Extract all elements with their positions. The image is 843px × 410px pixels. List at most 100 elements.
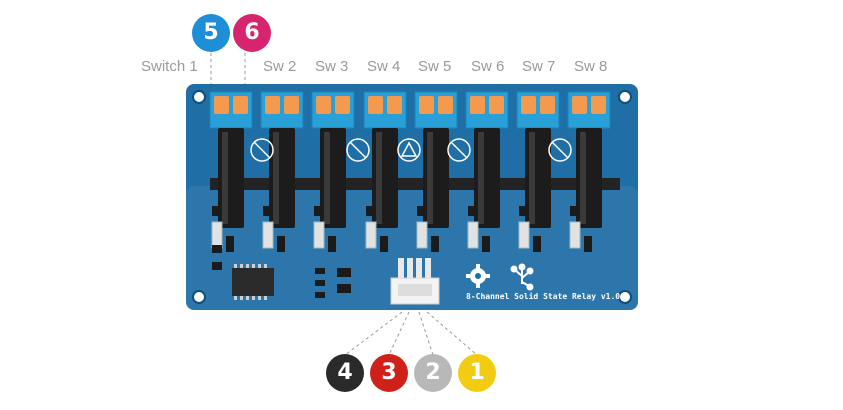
transistor-4	[380, 236, 388, 252]
terminal-lever-3a	[316, 96, 331, 114]
transistor-7	[533, 236, 541, 252]
badge-6-text: 6	[244, 20, 260, 45]
leader-line-4	[344, 311, 403, 356]
resistor-array-7	[518, 221, 530, 249]
hazard-triangle	[400, 141, 418, 157]
gear-icon	[466, 264, 490, 288]
resistor-array-1	[211, 221, 223, 249]
relay-highlight-3	[324, 132, 330, 224]
terminal-lever-4b	[387, 96, 402, 114]
relay-6	[474, 128, 500, 228]
mounting-hole-br	[618, 290, 632, 304]
hand-warning-icon-slash-5	[551, 141, 569, 159]
switch-3-label: Sw 3	[315, 58, 349, 75]
heatsink-rail	[210, 178, 620, 190]
terminal-lever-5b	[438, 96, 453, 114]
terminal-lever-5a	[419, 96, 434, 114]
relay-highlight-4	[376, 132, 382, 224]
badge-3: 3	[370, 354, 408, 392]
badge-2-text: 2	[425, 360, 441, 385]
driver-chip	[232, 268, 274, 296]
switch-2-label: Sw 2	[263, 58, 297, 75]
badge-2: 2	[414, 354, 452, 392]
terminal-lever-7a	[521, 96, 536, 114]
mounting-hole-tr	[618, 90, 632, 104]
relay-highlight-1	[222, 132, 228, 224]
hand-warning-icon-4	[447, 138, 471, 162]
terminal-lever-7b	[540, 96, 555, 114]
grove-pins	[398, 258, 431, 278]
switch-1-label: Switch 1	[141, 58, 198, 75]
badge-5: 5	[192, 14, 230, 52]
relay-5	[423, 128, 449, 228]
badge-5-text: 5	[203, 20, 219, 45]
network-logo-icon	[510, 263, 534, 291]
relay-8	[576, 128, 602, 228]
led-3	[314, 206, 322, 216]
switch-7-label: Sw 7	[522, 58, 556, 75]
driver-chip-pins	[234, 264, 267, 300]
relay-highlight-6	[478, 132, 484, 224]
leader-line-3	[388, 311, 410, 356]
terminal-lever-2a	[265, 96, 280, 114]
hand-warning-icon-1	[250, 138, 274, 162]
transistor-3	[328, 236, 336, 252]
resistor-array-8	[569, 221, 581, 249]
transistor-6	[482, 236, 490, 252]
terminal-lever-8a	[572, 96, 587, 114]
switch-6-label: Sw 6	[471, 58, 505, 75]
hand-warning-icon-slash-4	[450, 141, 468, 159]
grove-connector-socket	[398, 284, 432, 296]
hand-warning-icon-slash-1	[253, 141, 271, 159]
switch-8-label: Sw 8	[574, 58, 608, 75]
leader-line-2	[418, 311, 434, 356]
mounting-hole-tl	[192, 90, 206, 104]
hand-warning-icon-5	[548, 138, 572, 162]
board-title: 8-Channel Solid State Relay v1.0	[466, 292, 621, 301]
switch-5-label: Sw 5	[418, 58, 452, 75]
terminal-lever-8b	[591, 96, 606, 114]
led-5	[417, 206, 425, 216]
terminal-lever-6a	[470, 96, 485, 114]
badge-4: 4	[326, 354, 364, 392]
resistor-array-4	[365, 221, 377, 249]
badge-6: 6	[233, 14, 271, 52]
terminal-lever-1a	[214, 96, 229, 114]
transistor-8	[584, 236, 592, 252]
relay-highlight-2	[273, 132, 279, 224]
terminal-lever-2b	[284, 96, 299, 114]
relay-1	[218, 128, 244, 228]
terminal-lever-4a	[368, 96, 383, 114]
resistor-array-6	[467, 221, 479, 249]
resistor-array-2	[262, 221, 274, 249]
resistor-array-3	[313, 221, 325, 249]
badge-1-text: 1	[469, 360, 485, 385]
terminal-lever-6b	[489, 96, 504, 114]
badge-4-text: 4	[337, 360, 353, 385]
led-4	[366, 206, 374, 216]
relay-3	[320, 128, 346, 228]
transistor-2	[277, 236, 285, 252]
switch-4-label: Sw 4	[367, 58, 401, 75]
badge-1: 1	[458, 354, 496, 392]
relay-highlight-7	[529, 132, 535, 224]
transistor-1	[226, 236, 234, 252]
leader-line-1	[426, 311, 478, 356]
relay-2	[269, 128, 295, 228]
led-2	[263, 206, 271, 216]
led-1	[212, 206, 220, 216]
relay-7	[525, 128, 551, 228]
passive-components	[212, 245, 351, 298]
led-6	[468, 206, 476, 216]
led-7	[519, 206, 527, 216]
hand-warning-icon-slash-2	[349, 141, 367, 159]
relay-4	[372, 128, 398, 228]
transistor-5	[431, 236, 439, 252]
hand-warning-icon-2	[346, 138, 370, 162]
terminal-lever-1b	[233, 96, 248, 114]
badge-3-text: 3	[381, 360, 397, 385]
hazard-icon-3	[397, 138, 421, 162]
channels	[209, 91, 611, 252]
